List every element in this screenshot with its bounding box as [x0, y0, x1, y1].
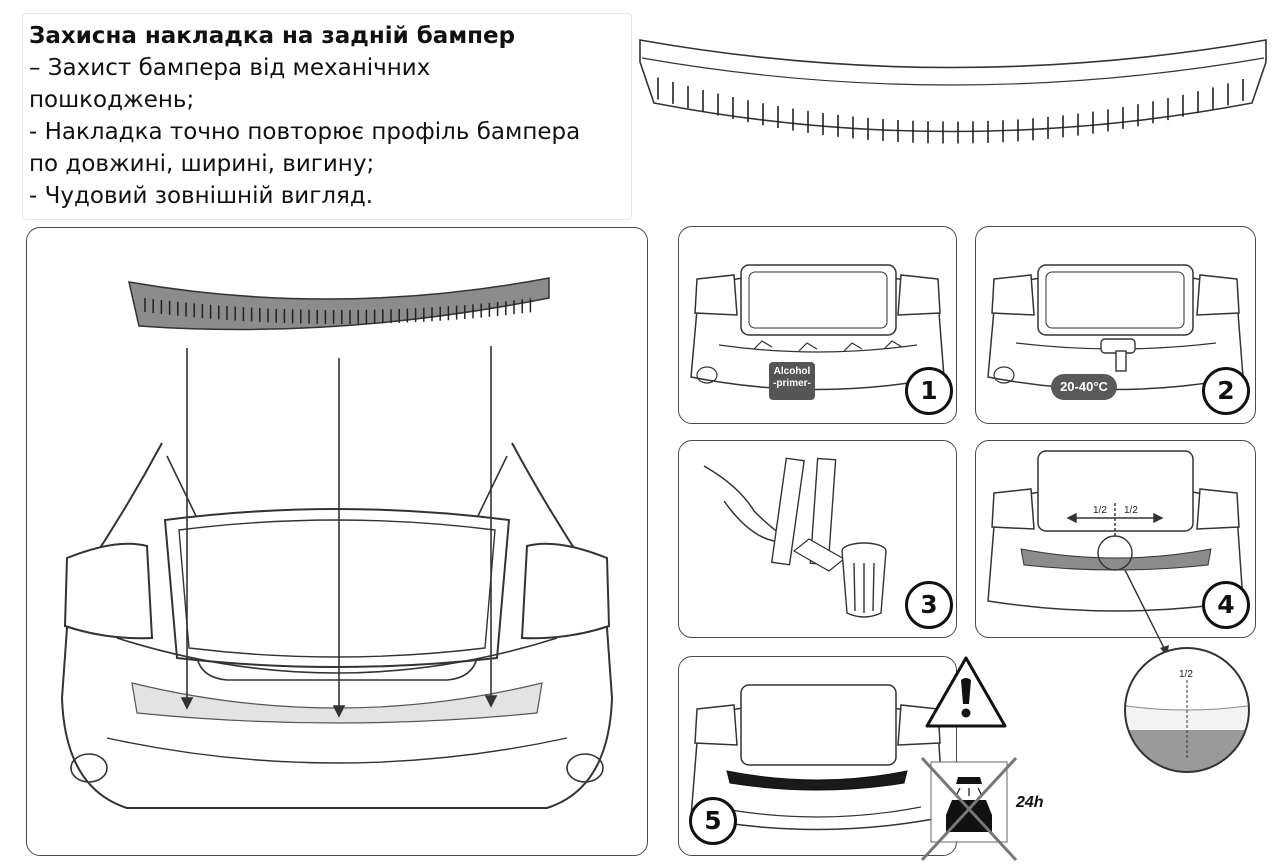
heat-gun-icon [1100, 338, 1136, 372]
trash-bin-icon [841, 542, 887, 618]
description-line: - Накладка точно повторює профіль бампер… [29, 119, 581, 145]
step-number-5: 5 [689, 797, 737, 845]
main-car-illustration [60, 277, 614, 809]
description-line: - Чудовий зовнішній вигляд. [29, 183, 374, 209]
car-rear-drawing [987, 264, 1244, 391]
step-1-panel: Alcohol -primer- 1 [678, 226, 957, 424]
description-line: пошкоджень; [29, 87, 195, 113]
half-label-left: 1/2 [1093, 505, 1107, 516]
main-installation-panel [26, 227, 648, 856]
car-rear-drawing [987, 450, 1244, 612]
car-rear-drawing [690, 684, 945, 831]
step-5-panel: 5 [678, 656, 957, 856]
description-box: Захисна накладка на задній бампер – Захи… [22, 13, 632, 220]
step-4-panel: 1/2 1/2 4 [975, 440, 1256, 638]
step-number-3: 3 [905, 581, 953, 629]
description-line: – Захист бампера від механічних [29, 55, 431, 81]
bumper-trim-illustration [639, 39, 1267, 144]
peel-liner-drawing [703, 457, 887, 618]
tag-line: -primer- [773, 378, 811, 389]
zoom-half-label: 1/2 [1179, 669, 1193, 680]
tag-line: Alcohol [773, 366, 811, 377]
wait-24h-label: 24h [1016, 794, 1044, 811]
temperature-tag: 20-40°C [1051, 374, 1117, 400]
step-number-2: 2 [1202, 367, 1250, 415]
step-2-panel: 20-40°C 2 [975, 226, 1256, 424]
step-3-panel: 3 [678, 440, 957, 638]
half-label-right: 1/2 [1124, 505, 1138, 516]
car-rear-drawing [690, 264, 945, 391]
step-number-4: 4 [1202, 581, 1250, 629]
alcohol-primer-tag: Alcohol -primer- [769, 362, 815, 400]
description-line: по довжині, ширині, вигину; [29, 151, 375, 177]
product-title: Захисна накладка на задній бампер [29, 23, 516, 49]
step-number-1: 1 [905, 367, 953, 415]
